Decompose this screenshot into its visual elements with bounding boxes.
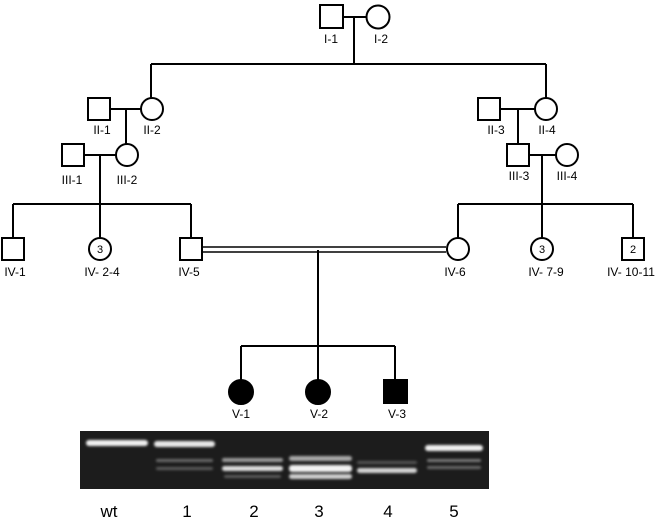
individual-label: IV- 10-11 <box>607 265 655 279</box>
individual-label: II-4 <box>538 123 556 137</box>
individual-label: V-2 <box>310 407 328 421</box>
individual-label: III-1 <box>62 173 83 187</box>
individual-IV-6-female-symbol[interactable] <box>446 237 470 261</box>
individual-label: I-2 <box>374 32 388 46</box>
gel-band <box>289 474 352 479</box>
individual-IV-5-male-symbol[interactable] <box>179 237 203 261</box>
individual-II-4-female-symbol[interactable] <box>534 97 558 121</box>
gel-band <box>156 459 213 462</box>
gel-band <box>425 445 483 451</box>
gel-lane-label-4: 4 <box>383 502 392 520</box>
gel-band <box>222 466 283 471</box>
gel-band <box>289 465 352 472</box>
individual-label: IV-1 <box>4 265 26 279</box>
individual-II-3-male-symbol[interactable] <box>477 97 501 121</box>
gel-band <box>427 466 481 469</box>
gel-lane-label-3: 3 <box>314 502 323 520</box>
individual-label: III-2 <box>117 173 138 187</box>
individual-V-3-male-affected-symbol[interactable] <box>383 379 408 404</box>
gel-band <box>86 440 148 446</box>
sibship-count: 3 <box>97 244 103 256</box>
gel-lane-labels: wt 1 2 3 4 5 <box>100 502 459 520</box>
individual-IV-2-4-female-symbol[interactable] <box>88 237 112 261</box>
sibship-count: 3 <box>539 244 545 256</box>
gel-band <box>154 441 215 447</box>
individual-label: II-3 <box>487 123 505 137</box>
individual-II-2-female-symbol[interactable] <box>140 97 164 121</box>
gel-band <box>222 458 283 462</box>
individual-label: II-2 <box>143 123 161 137</box>
individual-label: II-1 <box>93 123 111 137</box>
gel-band <box>427 459 481 462</box>
pedigree-lines <box>12 16 634 380</box>
individual-III-3-male-symbol[interactable] <box>506 143 530 167</box>
sibship-count: 2 <box>630 244 636 256</box>
individual-V-2-female-affected-symbol[interactable] <box>305 379 331 405</box>
individual-IV-7-9-female-symbol[interactable] <box>530 237 554 261</box>
gel-band <box>224 475 281 478</box>
gel-lane-label-wt: wt <box>100 502 118 520</box>
individual-label: III-3 <box>509 169 530 183</box>
gel-band <box>357 468 417 473</box>
individual-label: IV- 2-4 <box>84 265 120 279</box>
individual-label: IV- 7-9 <box>528 265 564 279</box>
individual-label: IV-6 <box>444 265 466 279</box>
individual-III-4-female-symbol[interactable] <box>555 143 579 167</box>
individual-label: V-1 <box>232 407 250 421</box>
gel-background <box>80 431 489 489</box>
individual-label: V-3 <box>388 407 406 421</box>
individual-IV-1-male-symbol[interactable] <box>1 237 25 261</box>
gel-band <box>357 461 417 464</box>
gel-band <box>289 456 352 461</box>
individuals: I-1 I-2 II-1 II-2 II-3 II-4 III-1 III-2 … <box>1 4 655 421</box>
gel-lane-label-2: 2 <box>249 502 258 520</box>
individual-II-1-male-symbol[interactable] <box>87 97 111 121</box>
gel-image <box>80 431 489 489</box>
individual-I-1-male-symbol[interactable] <box>319 4 344 29</box>
individual-III-2-female-symbol[interactable] <box>115 143 139 167</box>
gel-band <box>156 467 213 470</box>
individual-V-1-female-affected-symbol[interactable] <box>228 379 254 405</box>
gel-lane-label-5: 5 <box>449 502 458 520</box>
individual-label: IV-5 <box>178 265 200 279</box>
individual-label: I-1 <box>324 32 338 46</box>
individual-label: III-4 <box>557 169 578 183</box>
individual-I-2-female-symbol[interactable] <box>365 4 391 30</box>
individual-III-1-male-symbol[interactable] <box>61 143 85 167</box>
gel-lane-label-1: 1 <box>182 502 191 520</box>
individual-IV-10-11-male-symbol[interactable] <box>621 237 645 261</box>
